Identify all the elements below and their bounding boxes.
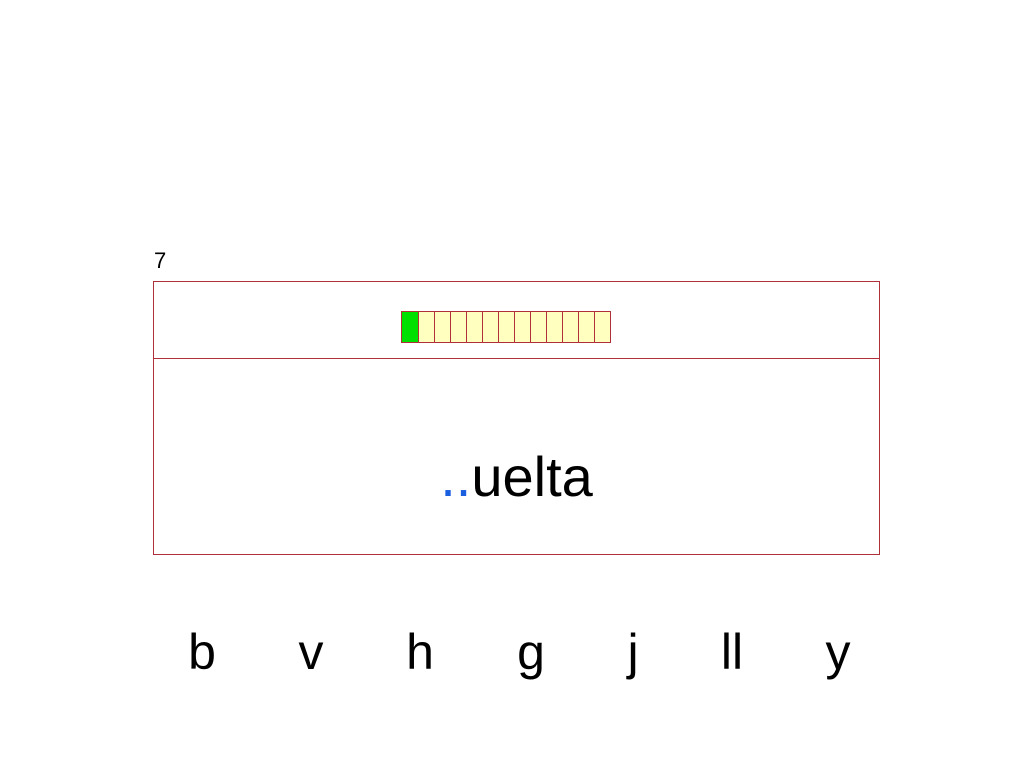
progress-cell-done [402, 312, 418, 342]
option-j[interactable]: j [627, 624, 639, 680]
option-h[interactable]: h [406, 624, 434, 680]
progress-bar [401, 311, 611, 343]
progress-cell-pending [434, 312, 450, 342]
option-ll[interactable]: ll [720, 624, 744, 680]
progress-cell-pending [546, 312, 562, 342]
progress-cell-pending [450, 312, 466, 342]
word-prompt: ..uelta [154, 445, 879, 509]
option-v[interactable]: v [298, 624, 324, 680]
progress-cell-pending [466, 312, 482, 342]
progress-cell-pending [562, 312, 578, 342]
progress-cell-pending [482, 312, 498, 342]
option-y[interactable]: y [825, 624, 851, 680]
progress-cell-pending [594, 312, 610, 342]
progress-cell-pending [514, 312, 530, 342]
progress-cell-pending [418, 312, 434, 342]
letter-options: b v h g j ll y [150, 620, 890, 690]
progress-row [154, 282, 879, 359]
word-area: ..uelta [154, 359, 879, 554]
progress-cell-pending [530, 312, 546, 342]
exercise-panel: ..uelta [153, 281, 880, 555]
progress-cell-pending [578, 312, 594, 342]
option-b[interactable]: b [188, 624, 216, 680]
word-rest: uelta [471, 445, 593, 508]
progress-cell-pending [498, 312, 514, 342]
word-blank: .. [440, 445, 472, 508]
option-g[interactable]: g [517, 624, 545, 680]
question-number: 7 [154, 248, 167, 273]
